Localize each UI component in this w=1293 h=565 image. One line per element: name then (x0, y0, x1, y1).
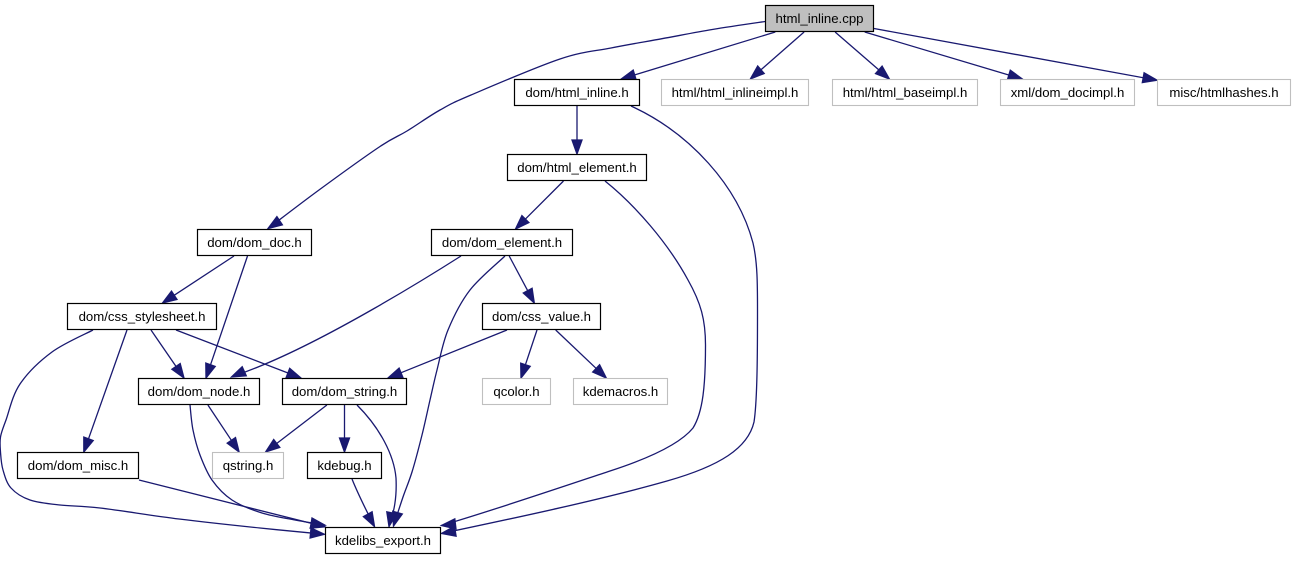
svg-text:html/html_baseimpl.h: html/html_baseimpl.h (843, 85, 968, 100)
svg-text:dom/dom_doc.h: dom/dom_doc.h (207, 235, 302, 250)
svg-text:dom/css_stylesheet.h: dom/css_stylesheet.h (79, 309, 206, 324)
svg-text:misc/htmlhashes.h: misc/htmlhashes.h (1169, 85, 1278, 100)
svg-text:dom/dom_element.h: dom/dom_element.h (442, 235, 562, 250)
svg-text:dom/dom_node.h: dom/dom_node.h (148, 384, 251, 399)
svg-text:dom/html_element.h: dom/html_element.h (517, 160, 636, 175)
svg-text:kdelibs_export.h: kdelibs_export.h (335, 533, 431, 548)
svg-text:dom/css_value.h: dom/css_value.h (492, 309, 591, 324)
svg-text:qstring.h: qstring.h (223, 458, 274, 473)
svg-text:xml/dom_docimpl.h: xml/dom_docimpl.h (1011, 85, 1125, 100)
svg-text:html_inline.cpp: html_inline.cpp (776, 11, 864, 26)
svg-text:html/html_inlineimpl.h: html/html_inlineimpl.h (672, 85, 799, 100)
svg-text:dom/html_inline.h: dom/html_inline.h (525, 85, 628, 100)
svg-text:dom/dom_string.h: dom/dom_string.h (292, 384, 398, 399)
svg-text:qcolor.h: qcolor.h (493, 384, 539, 399)
svg-text:dom/dom_misc.h: dom/dom_misc.h (28, 458, 128, 473)
svg-text:kdemacros.h: kdemacros.h (583, 384, 659, 399)
svg-text:kdebug.h: kdebug.h (317, 458, 371, 473)
